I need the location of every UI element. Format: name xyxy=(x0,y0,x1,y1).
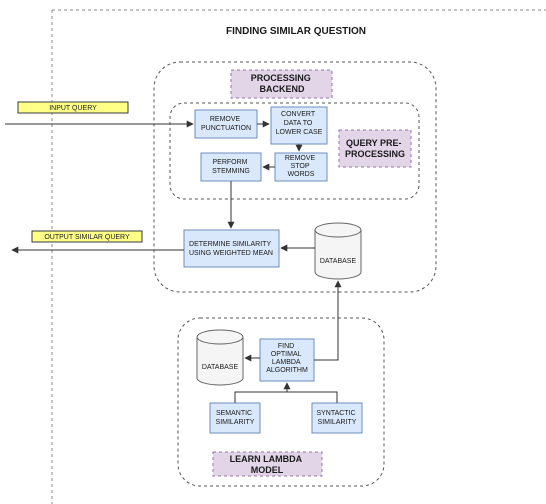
query-preprocessing-label: QUERY PRE- PROCESSING xyxy=(345,138,405,159)
outer-frame xyxy=(51,9,546,504)
syntactic-similarity-text: SYNTACTIC SIMILARITY xyxy=(316,410,357,426)
processing-backend-label-box xyxy=(230,69,333,99)
database-backend xyxy=(314,222,362,280)
arrow-findoptimal-to-backend-db xyxy=(314,280,342,361)
perform-stemming-text: PERFORM STEMMING xyxy=(212,159,250,175)
output-similar-query-box xyxy=(31,230,143,243)
learn-lambda-label: LEARN LAMBDA MODEL xyxy=(230,454,305,475)
semantic-similarity-node xyxy=(209,402,261,434)
find-optimal-lambda-text: FIND OPTIMAL LAMBDA ALGORITHM xyxy=(266,343,308,374)
database-backend-label: DATABASE xyxy=(320,258,357,265)
output-similar-query-label: OUTPUT SIMILAR QUERY xyxy=(44,234,130,241)
input-query-label: INPUT QUERY xyxy=(49,105,97,112)
syntactic-similarity-node xyxy=(311,402,363,434)
database-lambda xyxy=(196,329,244,386)
query-preprocessing-container xyxy=(169,102,420,200)
learn-lambda-label-box xyxy=(212,451,323,477)
remove-stop-words-text: REMOVE STOP WORDS xyxy=(285,155,317,178)
diagram-title: FINDING SIMILAR QUESTION xyxy=(226,26,366,37)
determine-similarity-node xyxy=(183,229,280,268)
perform-stemming-node xyxy=(200,152,262,182)
semantic-similarity-text: SEMANTIC SIMILARITY xyxy=(216,410,255,426)
processing-backend-container xyxy=(153,61,437,293)
processing-backend-label: PROCESSING BACKEND xyxy=(251,73,314,94)
merge-semantic-syntactic xyxy=(234,391,338,403)
determine-similarity-text: DETERMINE SIMILARITY USING WEIGHTED MEAN xyxy=(189,241,273,257)
remove-punctuation-node xyxy=(194,109,258,139)
convert-lower-case-text: CONVERT DATA TO LOWER CASE xyxy=(276,111,323,136)
find-optimal-lambda-node xyxy=(259,338,315,382)
database-lambda-label: DATABASE xyxy=(202,364,239,371)
query-preprocessing-label-box xyxy=(338,129,412,168)
learn-lambda-container xyxy=(177,317,385,487)
convert-lower-case-node xyxy=(270,106,328,145)
remove-punctuation-text: REMOVE PUNCTUATION xyxy=(201,116,251,132)
input-query-box xyxy=(17,101,129,114)
remove-stop-words-node xyxy=(274,152,328,182)
